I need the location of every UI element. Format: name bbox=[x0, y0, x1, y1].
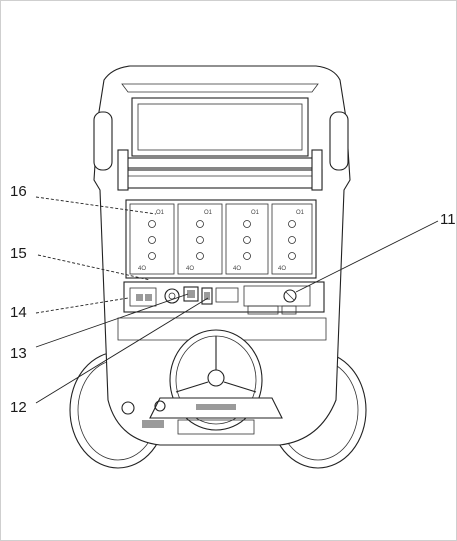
battery-cell-terminal bbox=[243, 252, 251, 260]
battery-cell-top-label: O1 bbox=[204, 210, 213, 216]
battery-cell-top-label: O1 bbox=[296, 210, 305, 216]
leader-13 bbox=[35, 293, 189, 348]
battery-cell-terminal bbox=[288, 252, 296, 260]
leader-lines bbox=[35, 196, 439, 404]
battery-cell-terminal bbox=[148, 252, 156, 260]
callout-15: 15 bbox=[10, 245, 27, 262]
callout-14: 14 bbox=[10, 304, 27, 321]
callout-16: 16 bbox=[10, 183, 27, 200]
battery-cell-terminal bbox=[243, 220, 251, 228]
leader-16 bbox=[35, 196, 157, 215]
leader-14 bbox=[35, 297, 129, 314]
callout-13: 13 bbox=[10, 345, 27, 362]
battery-cell-terminal bbox=[243, 236, 251, 244]
battery-cell-terminal bbox=[196, 252, 204, 260]
callout-labels: 16 15 14 13 12 11 bbox=[10, 183, 456, 416]
callout-12: 12 bbox=[10, 399, 27, 416]
battery-cell-bottom-label: 4O bbox=[186, 266, 194, 272]
battery-cell-bottom-label: 4O bbox=[278, 266, 286, 272]
control-panel bbox=[123, 281, 325, 315]
battery-cell-terminal bbox=[196, 220, 204, 228]
leader-15 bbox=[37, 254, 151, 281]
battery-cell-terminal bbox=[288, 236, 296, 244]
battery-cell-terminal bbox=[288, 220, 296, 228]
leader-12 bbox=[35, 297, 209, 404]
battery-cell-terminal bbox=[148, 236, 156, 244]
battery-cell-bottom-label: 4O bbox=[233, 266, 241, 272]
battery-cell-terminal bbox=[148, 220, 156, 228]
front-console bbox=[121, 397, 283, 435]
callout-11: 11 bbox=[440, 211, 456, 228]
leader-11 bbox=[295, 220, 439, 293]
battery-cell-top-label: O1 bbox=[251, 210, 260, 216]
battery-cell-terminal bbox=[196, 236, 204, 244]
battery-cell-bottom-label: 4O bbox=[138, 266, 146, 272]
battery-cell-top-label: O1 bbox=[156, 210, 165, 216]
battery-compartment: O1 4O O1 4O O1 4O O1 4O bbox=[125, 199, 317, 279]
